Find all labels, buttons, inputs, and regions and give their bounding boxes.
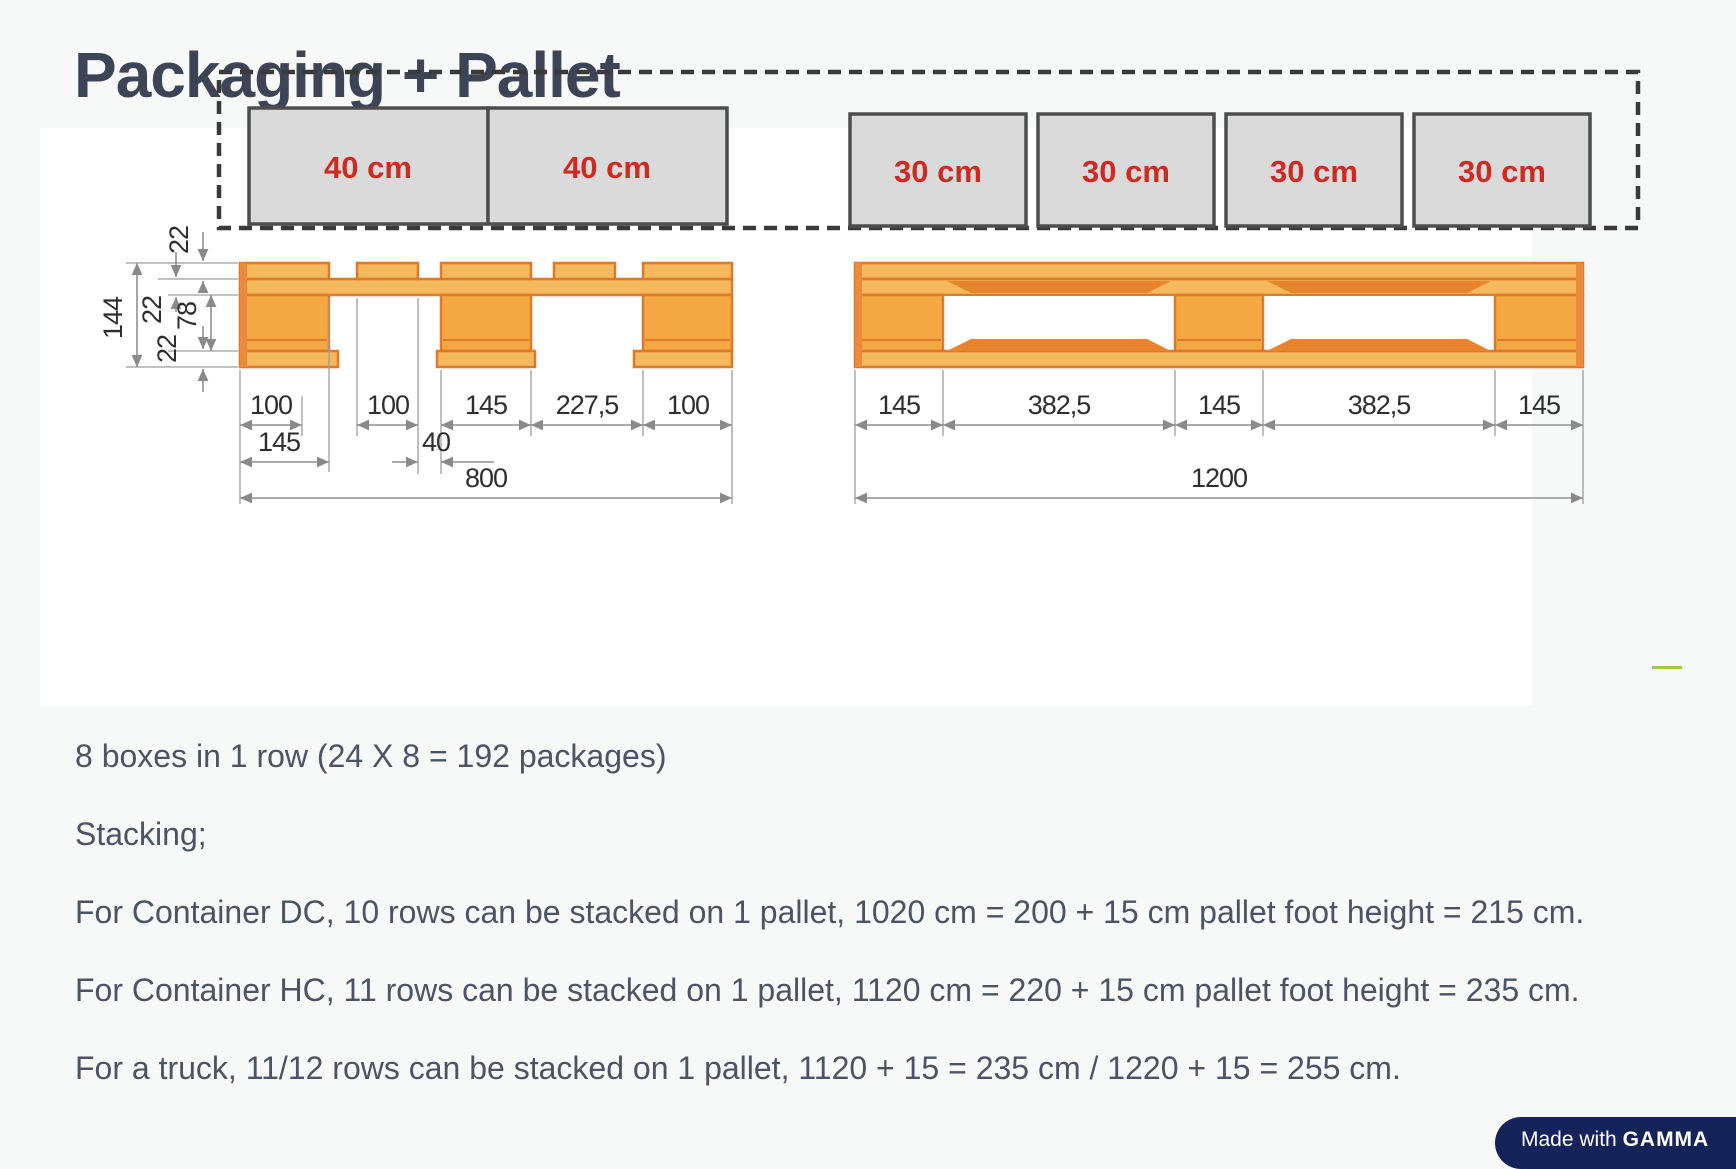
box-label: 30 cm [1270, 154, 1358, 189]
notes-section: 8 boxes in 1 row (24 X 8 = 192 packages)… [75, 740, 1735, 1130]
package-boxes: 40 cm 40 cm 30 cm 30 cm 30 cm 30 cm [247, 106, 1592, 228]
dimension-label: 227,5 [556, 390, 619, 420]
note-line: For Container HC, 11 rows can be stacked… [75, 972, 1580, 1008]
box-label: 30 cm [1082, 154, 1170, 189]
box-30cm [1224, 112, 1404, 228]
dimension-label: 145 [465, 390, 507, 420]
note-line: 8 boxes in 1 row (24 X 8 = 192 packages) [75, 738, 667, 774]
pallet-800-vertical-dimensions: 144 22 22 78 22 [98, 226, 238, 392]
box-30cm [1412, 112, 1592, 228]
green-cursor-mark [1652, 666, 1682, 669]
dimension-label: 382,5 [1348, 390, 1411, 420]
pallet-1200-dimensions: 145 382,5 145 382,5 145 1200 [854, 370, 1584, 504]
slide-page: { "title": "Packaging + Pallet", "diagra… [74, 39, 1736, 1169]
made-with-gamma-badge[interactable]: Made with GAMMA [1495, 1117, 1736, 1169]
box-row-outline [216, 69, 1641, 231]
pallet-1200-view [853, 261, 1585, 369]
dimension-label: 1200 [1191, 463, 1247, 493]
box-40cm [486, 106, 729, 226]
dimension-label: 100 [250, 390, 292, 420]
dimension-label: 145 [1198, 390, 1240, 420]
dimension-label: 145 [1518, 390, 1560, 420]
box-label: 30 cm [894, 154, 982, 189]
dimension-label: 22 [152, 335, 182, 363]
box-label: 40 cm [324, 150, 412, 185]
dimension-label: 78 [172, 302, 202, 330]
note-line: For a truck, 11/12 rows can be stacked o… [75, 1050, 1401, 1086]
pallet-800-view [238, 261, 734, 369]
dimension-label: 145 [878, 390, 920, 420]
dimension-label: 145 [258, 427, 300, 457]
box-30cm [848, 112, 1028, 228]
dimension-label: 22 [164, 226, 194, 254]
dimension-label: 100 [367, 390, 409, 420]
note-line: Stacking; [75, 816, 207, 852]
box-label: 30 cm [1458, 154, 1546, 189]
dimension-label: 800 [465, 463, 507, 493]
dimension-label: 40 [422, 427, 450, 457]
page-title: Packaging + Pallet [74, 39, 621, 111]
pallet-800-dimensions: 100 100 145 227,5 100 145 40 800 [239, 298, 733, 504]
box-label: 40 cm [563, 150, 651, 185]
pallet-diagram: 40 cm 40 cm 30 cm 30 cm 30 cm 30 cm [98, 69, 1641, 504]
dimension-label: 144 [98, 296, 128, 339]
dimension-label: 382,5 [1028, 390, 1091, 420]
dimension-label: 100 [667, 390, 709, 420]
note-line: For Container DC, 10 rows can be stacked… [75, 894, 1585, 930]
box-30cm [1036, 112, 1216, 228]
dimension-label: 22 [137, 296, 167, 324]
